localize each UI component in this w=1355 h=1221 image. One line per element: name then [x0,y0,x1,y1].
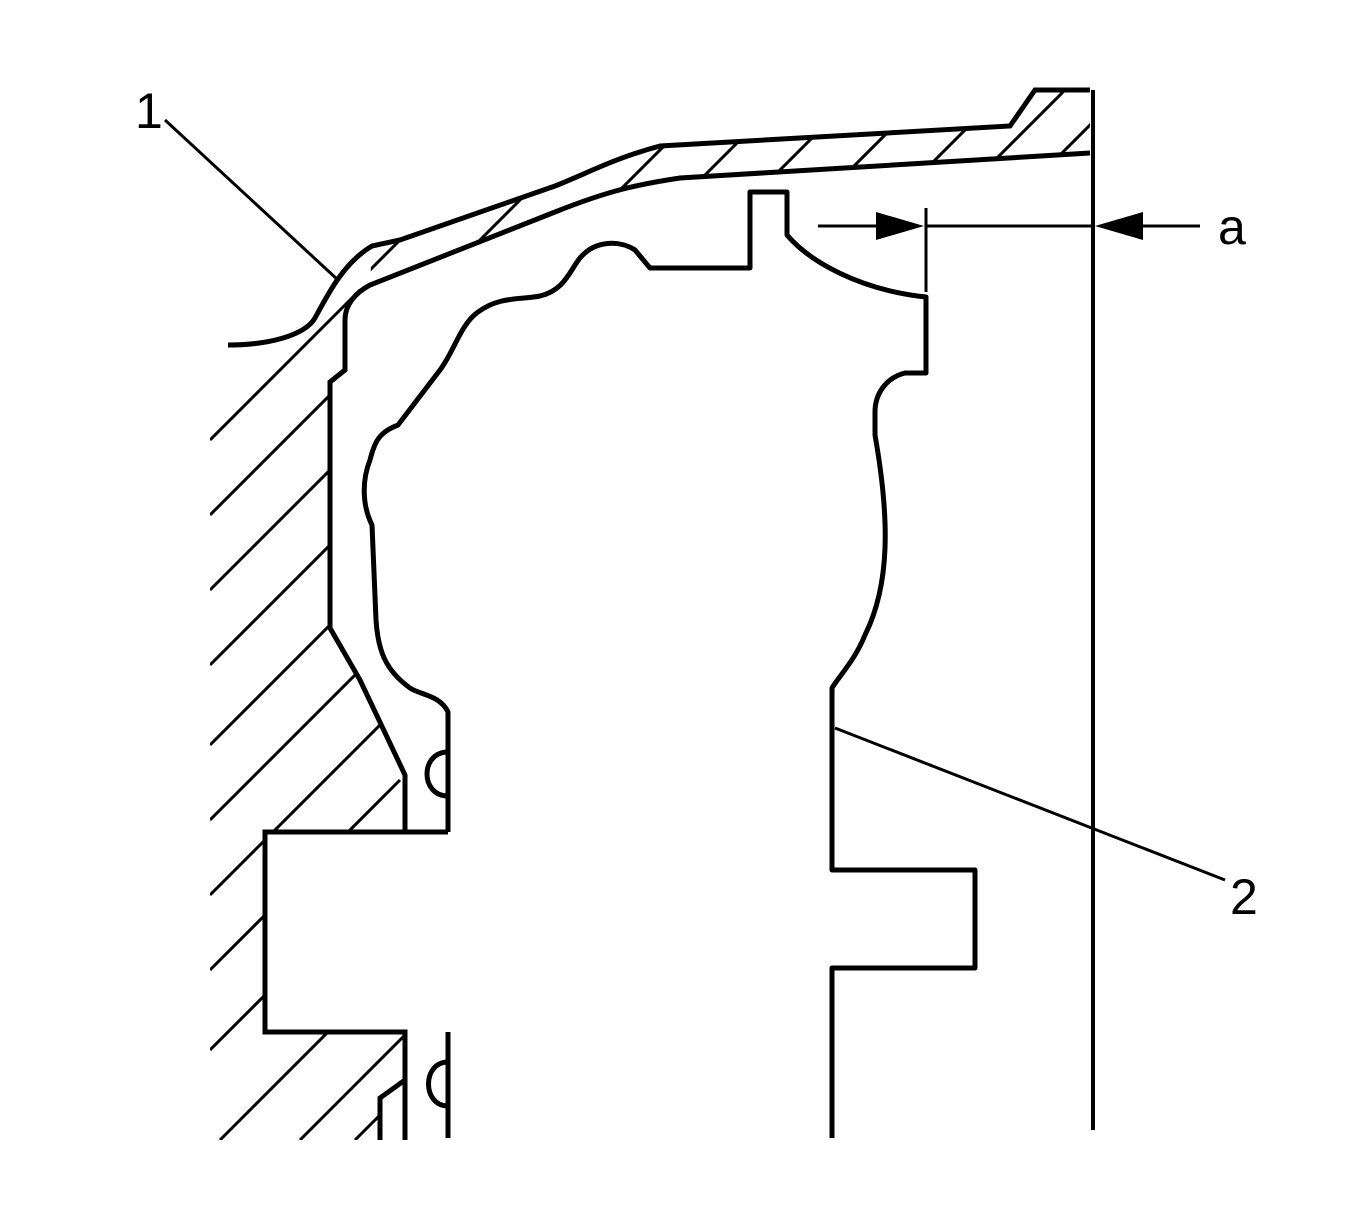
callout-1-leader [163,118,340,282]
band-hatch [370,90,1090,285]
callout-1-label: 1 [135,83,163,139]
dimension-a [818,208,1200,292]
callout-2-leader [834,726,1226,882]
callout-2-label: 2 [1230,869,1258,925]
component-2-outline [361,189,978,1138]
housing-outline [227,87,1091,1140]
dimension-arrow-left [876,212,924,240]
dimension-arrow-right [1095,212,1143,240]
housing-hatch [210,288,432,1140]
dimension-a-label: a [1218,199,1246,255]
